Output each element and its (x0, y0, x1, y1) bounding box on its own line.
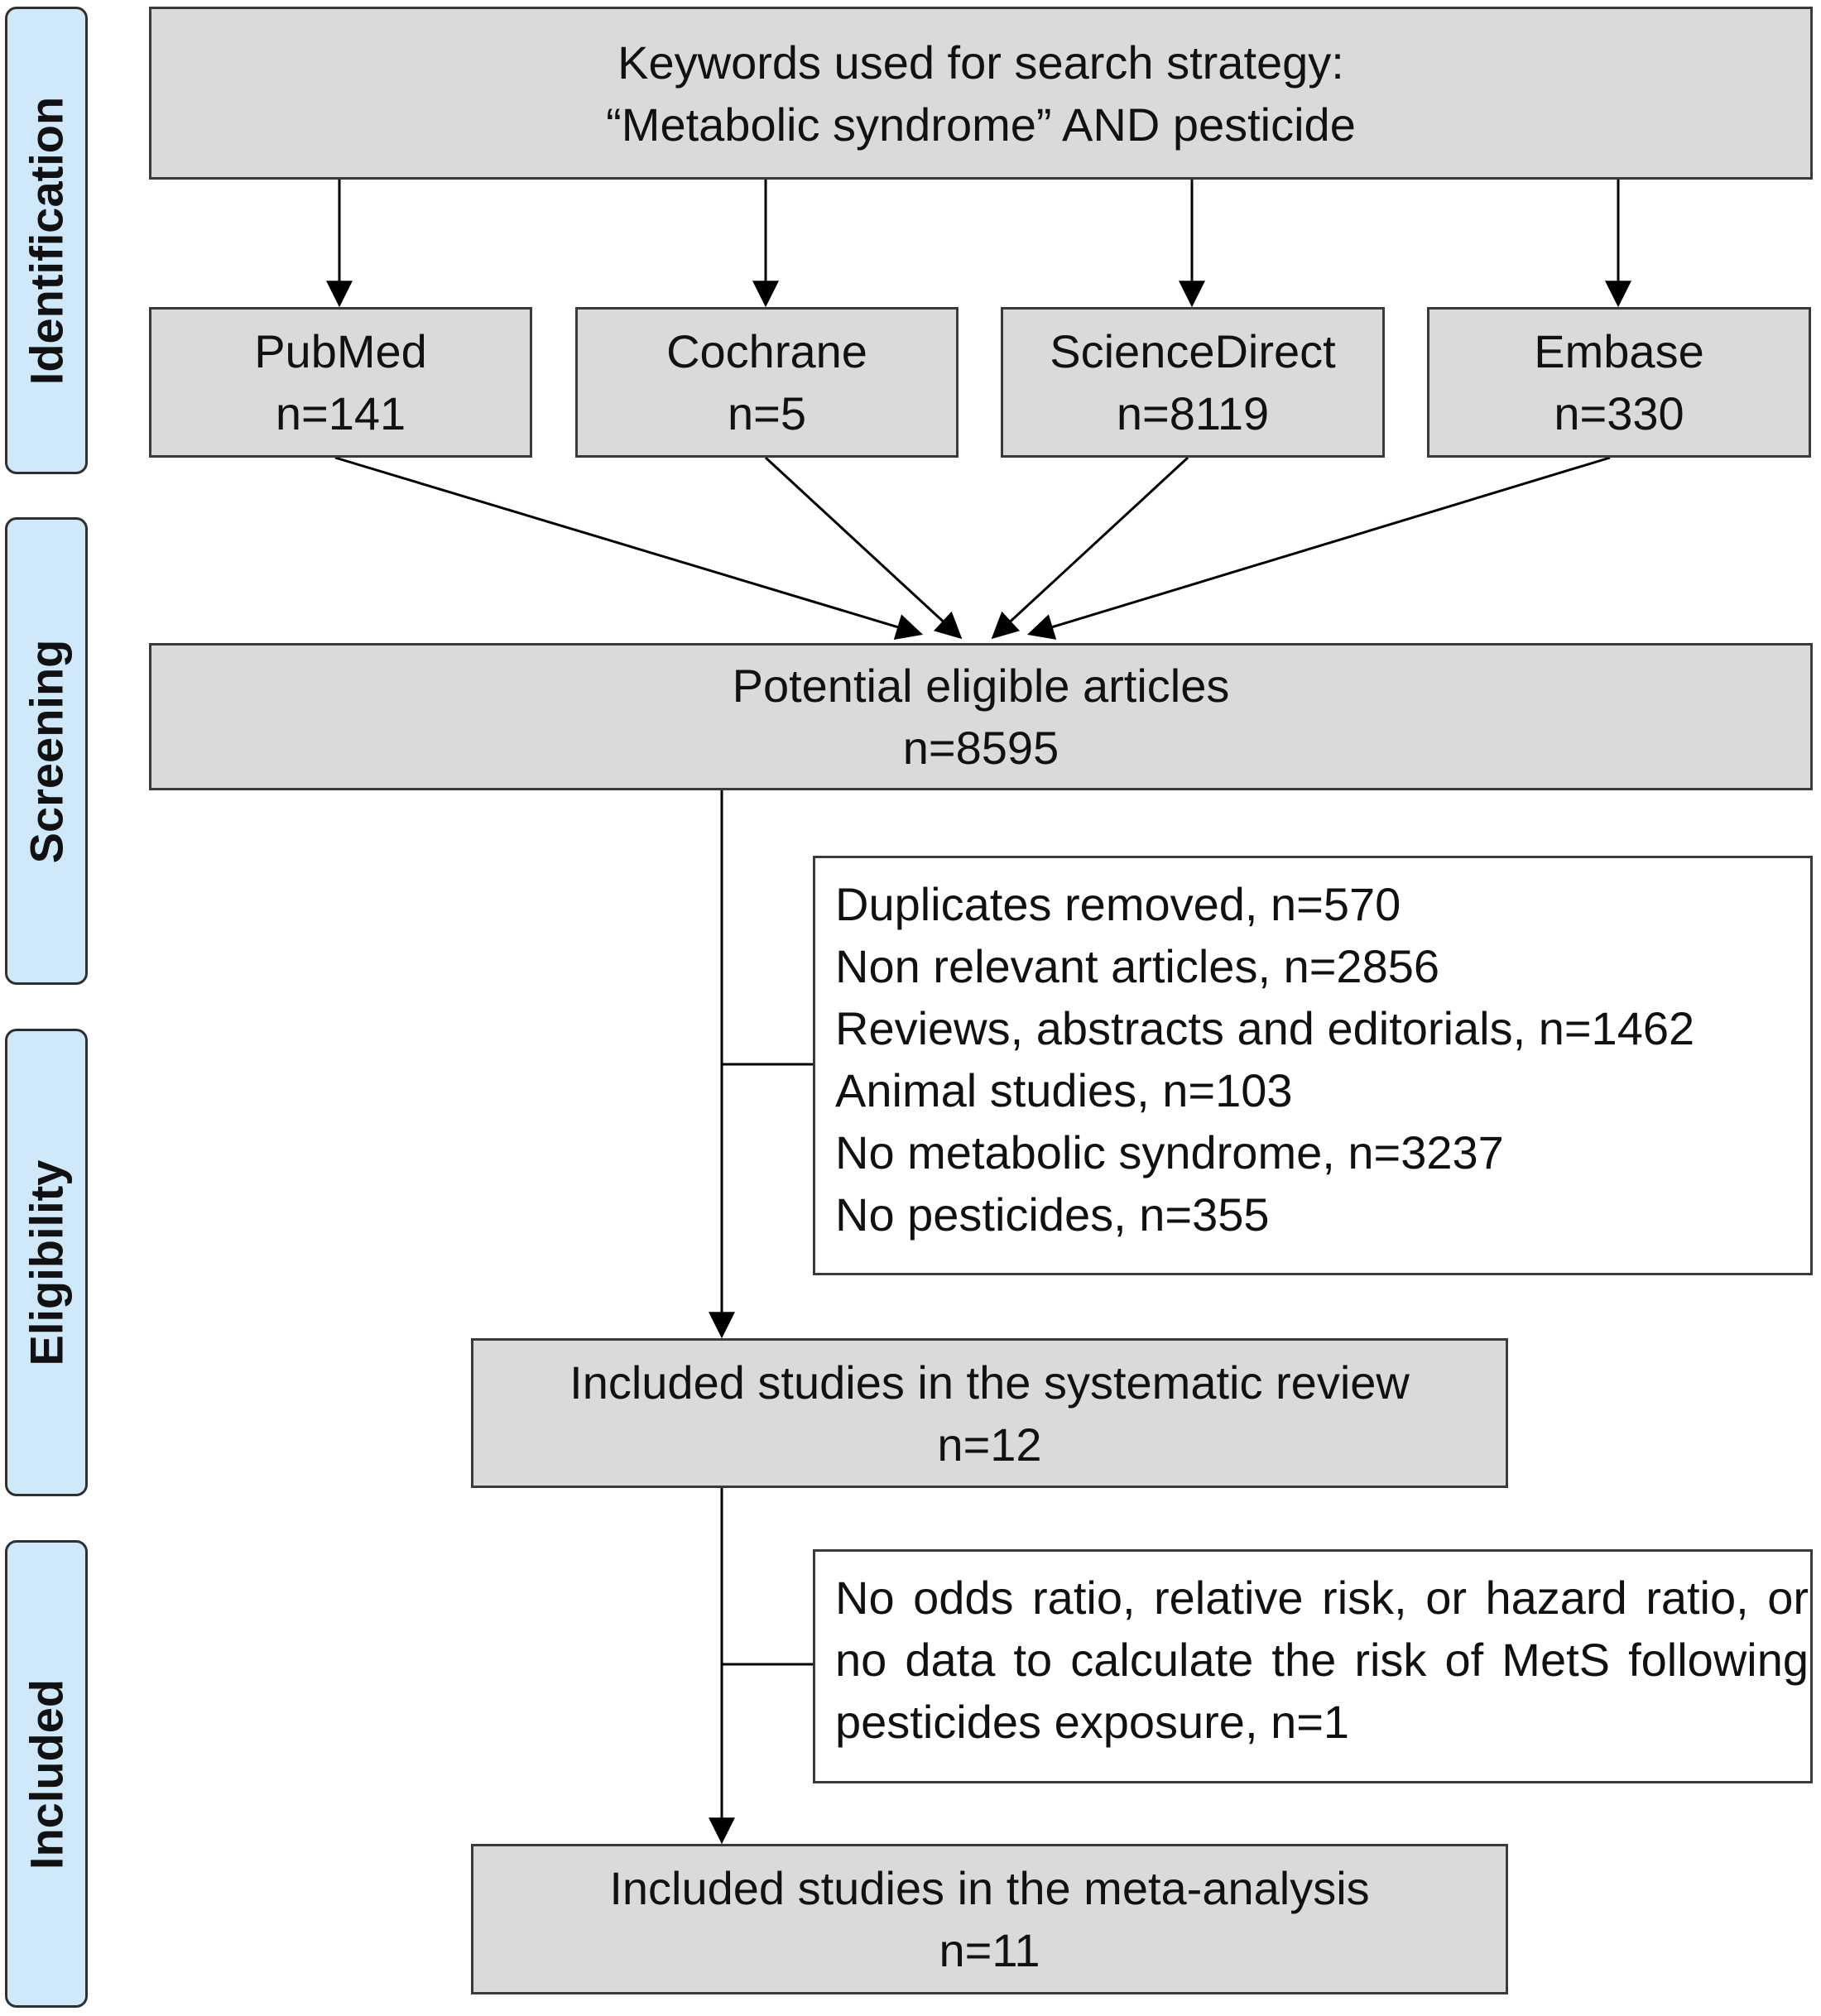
potential-eligible-label: Potential eligible articles (732, 660, 1230, 712)
phase-identification-label: Identification (20, 96, 73, 385)
database-name: ScienceDirect (1050, 325, 1336, 377)
database-box-cochrane: Cochrane n=5 (575, 307, 959, 458)
phase-included: Included (5, 1540, 88, 2008)
search-strategy-box-main: Keywords used for search strategy: “Meta… (149, 7, 1813, 180)
phase-included-label: Included (20, 1678, 73, 1870)
meta-analysis-count: n=11 (939, 1924, 1040, 1976)
systematic-review-box: Included studies in the systematic revie… (471, 1338, 1508, 1488)
database-name: Cochrane (666, 325, 867, 377)
phase-screening: Screening (5, 517, 88, 985)
database-count: n=330 (1554, 387, 1684, 439)
exclusion-item: Animal studies, n=103 (835, 1064, 1293, 1116)
arrow-cochrane-to-potential (764, 456, 963, 640)
database-name: PubMed (254, 325, 427, 377)
arrow-embase-to-potential (1026, 456, 1611, 640)
phase-eligibility-label: Eligibility (20, 1159, 73, 1366)
database-box-embase: Embase n=330 (1427, 307, 1811, 458)
exclusions-box-1: Duplicates removed, n=570 Non relevant a… (813, 856, 1813, 1275)
database-box-sciencedirect: ScienceDirect n=8119 (1001, 307, 1385, 458)
database-count: n=5 (728, 387, 806, 439)
exclusion-item: No pesticides, n=355 (835, 1188, 1270, 1241)
search-strategy-line-2: “Metabolic syndrome” AND pesticide (606, 98, 1356, 151)
potential-eligible-count: n=8595 (902, 722, 1059, 774)
exclusion-item: No metabolic syndrome, n=3237 (835, 1126, 1504, 1178)
exclusion-2-text: No odds ratio, relative risk, or hazard … (835, 1572, 1809, 1748)
phase-identification: Identification (5, 7, 88, 474)
arrow-pubmed-to-potential (334, 456, 924, 641)
meta-analysis-label: Included studies in the meta-analysis (609, 1862, 1370, 1914)
arrow-sciencedirect-to-potential (991, 456, 1189, 640)
potential-eligible-box: Potential eligible articles n=8595 (149, 643, 1813, 790)
exclusion-item: Duplicates removed, n=570 (835, 878, 1401, 930)
phase-eligibility: Eligibility (5, 1029, 88, 1496)
systematic-review-count: n=12 (937, 1418, 1042, 1471)
database-count: n=8119 (1116, 387, 1270, 439)
exclusion-item: Non relevant articles, n=2856 (835, 940, 1439, 992)
exclusion-item: Reviews, abstracts and editorials, n=146… (835, 1002, 1695, 1054)
phase-screening-label: Screening (20, 639, 73, 863)
database-box-pubmed: PubMed n=141 (149, 307, 532, 458)
systematic-review-label: Included studies in the systematic revie… (569, 1356, 1410, 1409)
meta-analysis-box: Included studies in the meta-analysis n=… (471, 1844, 1508, 1994)
database-count: n=141 (275, 387, 406, 439)
search-strategy-line-1: Keywords used for search strategy: (617, 36, 1344, 89)
database-name: Embase (1534, 325, 1704, 377)
exclusions-box-2: No odds ratio, relative risk, or hazard … (813, 1549, 1813, 1783)
